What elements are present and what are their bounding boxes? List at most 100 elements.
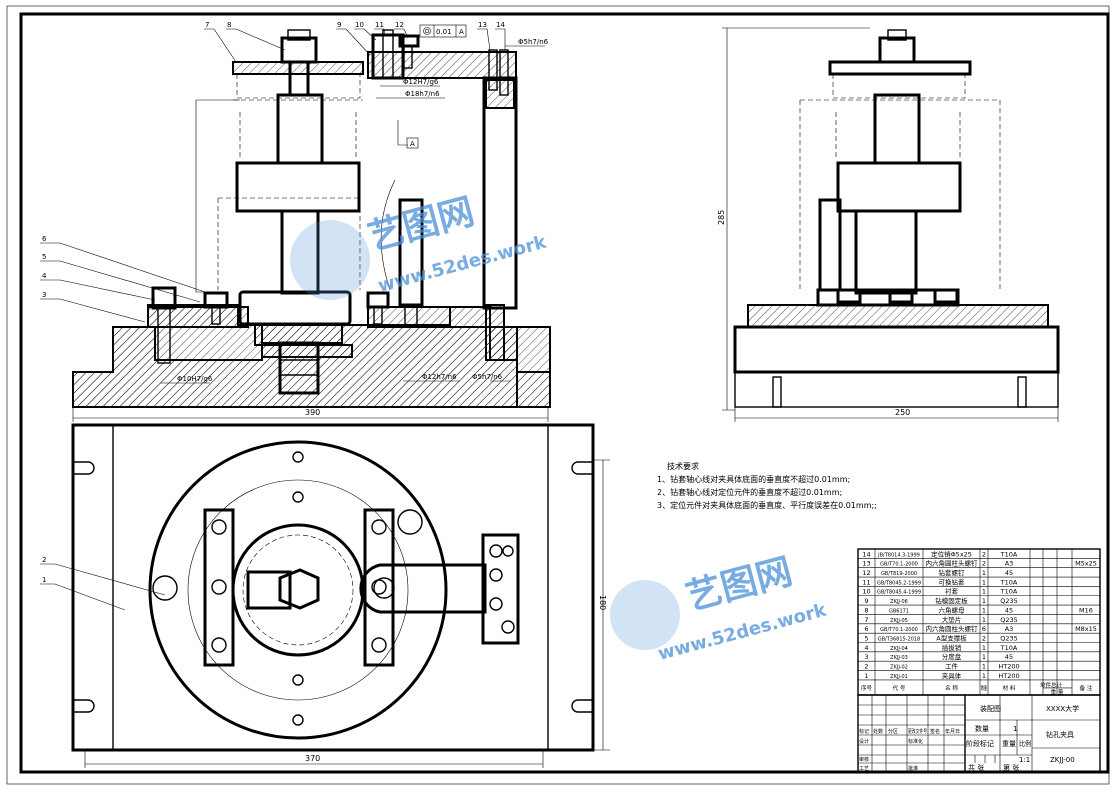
balloon-14: 14 xyxy=(496,21,505,29)
balloon-11: 11 xyxy=(375,21,384,29)
sheets-total: 共 张 xyxy=(968,763,984,772)
fit-5h7n6-bottom: Φ5h7/n6 xyxy=(472,373,503,381)
balloon-8: 8 xyxy=(227,21,231,29)
standardize-label: 标准化 xyxy=(908,738,923,745)
part-qty: 1 xyxy=(982,569,986,577)
part-material: Q235 xyxy=(1000,597,1018,605)
fit-annotations: Φ12H7/g6 Φ18h7/n6 Φ5h7/n6 Φ10H7/g6 Φ12h7… xyxy=(160,24,549,384)
dim-390-text: 390 xyxy=(305,408,320,417)
balloon-1: 1 xyxy=(42,576,46,584)
index-plate xyxy=(148,440,448,740)
part-name: 六角螺母 xyxy=(939,605,966,614)
part-no: 10 xyxy=(862,588,870,596)
drill-plate-post xyxy=(482,76,518,310)
part-name: 钻模固定板 xyxy=(935,596,968,605)
part-material: T10A xyxy=(1000,550,1018,558)
part-qty: 2 xyxy=(982,560,986,568)
drilled-hole-section xyxy=(398,198,424,307)
part-name: 内六角圆柱头螺钉 xyxy=(926,559,979,568)
part-material: 45 xyxy=(1005,569,1013,577)
part-material: Q235 xyxy=(1000,634,1018,642)
review-label: 审核 xyxy=(859,756,869,763)
balloon-12: 12 xyxy=(395,21,404,29)
drawing-number: ZKJJ-00 xyxy=(1050,756,1075,764)
part-qty: 1 xyxy=(982,588,986,596)
part-code: ZKJJ-03 xyxy=(890,655,908,661)
part-material: 45 xyxy=(1005,606,1013,614)
part-name: 夹具体 xyxy=(942,671,962,680)
side-view: 250 285 xyxy=(717,27,1060,422)
sheet-number: 第 张 xyxy=(1003,763,1019,772)
fit-18h7n6: Φ18h7/n6 xyxy=(405,90,440,98)
balloon-7: 7 xyxy=(205,21,209,29)
header-qty: 数量 xyxy=(981,684,987,692)
dim-180-text: 180 xyxy=(598,595,607,610)
part-code: ZKJJ-04 xyxy=(890,646,908,652)
part-qty: 2 xyxy=(982,550,986,558)
support-plate-right xyxy=(363,508,395,667)
part-qty: 1 xyxy=(982,597,986,605)
rev-sign: 签名 xyxy=(930,728,940,735)
part-no: 12 xyxy=(862,569,870,577)
qty-label: 数量 xyxy=(975,724,989,733)
dimension-390: 390 xyxy=(72,407,549,422)
fit-12h7n6: Φ12h7/n6 xyxy=(422,373,457,381)
front-view xyxy=(72,29,551,408)
part-code: ZKJJ-01 xyxy=(890,674,908,680)
fit-5h7n6-top: Φ5h7/n6 xyxy=(518,38,549,46)
base-plate-top xyxy=(71,423,595,752)
part-note: M16 xyxy=(1079,606,1093,614)
fit-12H7g6: Φ12H7/g6 xyxy=(403,78,439,86)
drawing-type: 装配图 xyxy=(980,704,1001,713)
part-name: A型支撑板 xyxy=(936,633,967,642)
header-note: 备 注 xyxy=(1080,684,1093,692)
part-no: 5 xyxy=(864,634,868,642)
part-code: GB/T70.1-2000 xyxy=(880,562,918,568)
balloon-6: 6 xyxy=(42,235,47,243)
drill-plate xyxy=(367,51,517,79)
part-no: 1 xyxy=(864,672,868,680)
product-name: 钻孔夹具 xyxy=(1046,730,1074,739)
title-block: 装配图 XXXX大学 钻孔夹具 ZKJJ-00 数量 1 阶段标记 重量 比例 … xyxy=(857,694,1101,773)
part-code: GB/T36815-2018 xyxy=(878,636,920,642)
part-code: GB/T8045.2-1999 xyxy=(877,580,921,586)
balloon-4: 4 xyxy=(42,272,47,280)
part-note: M8x15 xyxy=(1075,625,1097,633)
balloon-9: 9 xyxy=(337,21,341,29)
approve-label: 批准 xyxy=(908,765,918,772)
tech-req-1: 1、钻套轴心线对夹具体底面的垂直度不超过0.01mm; xyxy=(657,474,850,484)
datum-box xyxy=(406,137,419,149)
part-name: 内六角圆柱头螺钉 xyxy=(926,624,979,633)
part-material: HT200 xyxy=(998,672,1019,680)
geometric-tolerance-frame xyxy=(419,24,467,38)
side-base xyxy=(733,325,1060,374)
balloon-3: 3 xyxy=(42,291,46,299)
rev-doc: 更改文件号 xyxy=(908,728,927,735)
part-name: 衬套 xyxy=(945,587,959,596)
hex-nut-top xyxy=(280,36,318,64)
part-qty: 2 xyxy=(982,634,986,642)
part-material: Q235 xyxy=(1000,616,1018,624)
balloon-5: 5 xyxy=(42,253,46,261)
part-qty: 1 xyxy=(982,663,986,671)
part-material: T10A xyxy=(1000,588,1018,596)
part-name: 分度盘 xyxy=(942,652,962,661)
svg-text:www.52des.work: www.52des.work xyxy=(656,599,830,664)
drill-plate-arm xyxy=(359,563,487,614)
part-no: 8 xyxy=(864,606,868,614)
support-plate xyxy=(147,306,249,328)
part-code: GB/T8045.4-1999 xyxy=(877,590,921,596)
scale-value: 1:1 xyxy=(1019,756,1030,764)
stage-label: 阶段标记 xyxy=(966,739,994,748)
weight-label: 重量 xyxy=(1002,740,1016,748)
part-no: 13 xyxy=(862,560,870,568)
part-balloons-front: 7 8 9 10 11 12 13 14 6 5 4 3 xyxy=(40,21,505,323)
part-qty: 1 xyxy=(982,606,986,614)
large-washer xyxy=(232,61,364,75)
school-name: XXXX大学 xyxy=(1046,704,1079,713)
part-code: GB/T70.1-2000 xyxy=(880,627,918,633)
rev-count: 处数 xyxy=(873,728,883,735)
part-code: GB/T819-2000 xyxy=(881,571,917,577)
